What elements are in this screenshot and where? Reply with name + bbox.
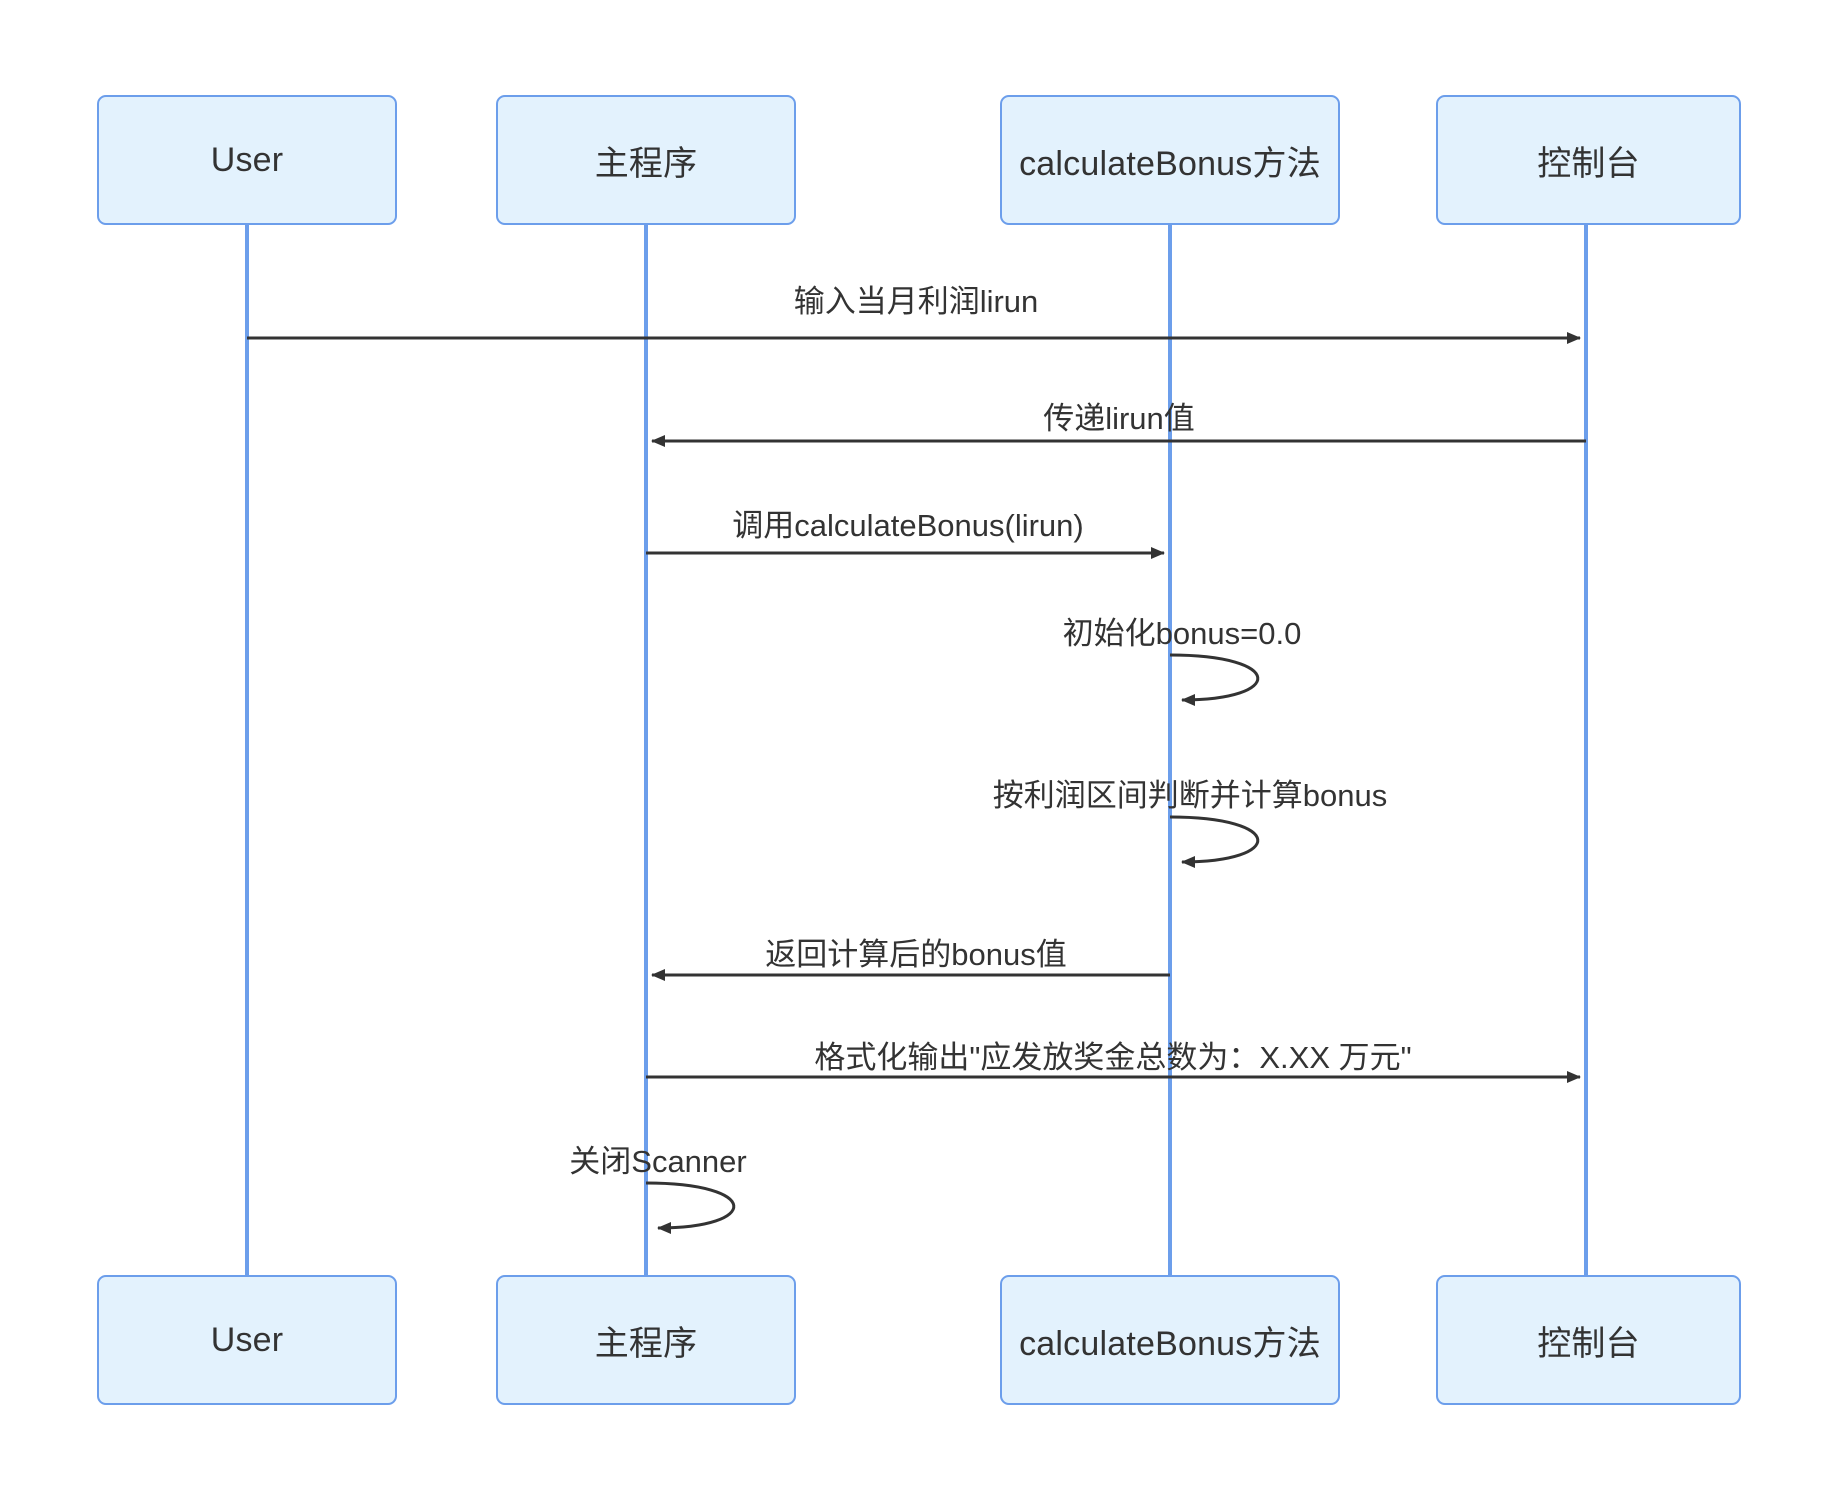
message-label-8: 关闭Scanner [569, 1144, 747, 1179]
participant-label-main-bottom: 主程序 [594, 1324, 698, 1363]
participant-box-main-top[interactable]: 主程序 [496, 95, 796, 225]
lifeline-main [644, 225, 648, 1275]
participant-box-user-top[interactable]: User [97, 95, 397, 225]
message-label-6: 返回计算后的bonus值 [765, 937, 1067, 972]
message-label-1: 输入当月利润lirun [793, 284, 1039, 319]
lifeline-calc [1168, 225, 1172, 1275]
lifeline-console [1584, 225, 1588, 1275]
message-label-2: 传递lirun值 [1043, 401, 1195, 436]
participant-box-user-bottom[interactable]: User [97, 1275, 397, 1405]
participant-label-console-bottom: 控制台 [1537, 1324, 1640, 1363]
message-label-3: 调用calculateBonus(lirun) [732, 508, 1084, 543]
participant-label-console-top: 控制台 [1537, 144, 1640, 183]
message-label-7: 格式化输出"应发放奖金总数为：X.XX 万元" [814, 1040, 1412, 1075]
participant-label-calc-top: calculateBonus方法 [1019, 144, 1321, 183]
message-label-4: 初始化bonus=0.0 [1062, 616, 1302, 651]
participant-label-user-top: User [210, 140, 284, 179]
participant-label-user-bottom: User [210, 1320, 284, 1359]
participant-label-main-top: 主程序 [594, 144, 698, 183]
participant-box-calc-bottom[interactable]: calculateBonus方法 [1000, 1275, 1340, 1405]
participant-label-calc-bottom: calculateBonus方法 [1019, 1324, 1321, 1363]
participant-box-main-bottom[interactable]: 主程序 [496, 1275, 796, 1405]
message-selfloop-4 [1169, 653, 1260, 706]
participant-box-console-bottom[interactable]: 控制台 [1436, 1275, 1741, 1405]
lifeline-user [245, 225, 249, 1275]
message-selfloop-5 [1169, 815, 1260, 868]
participant-box-console-top[interactable]: 控制台 [1436, 95, 1741, 225]
participant-box-calc-top[interactable]: calculateBonus方法 [1000, 95, 1340, 225]
message-selfloop-8 [645, 1181, 736, 1234]
message-label-5: 按利润区间判断并计算bonus [992, 778, 1388, 813]
